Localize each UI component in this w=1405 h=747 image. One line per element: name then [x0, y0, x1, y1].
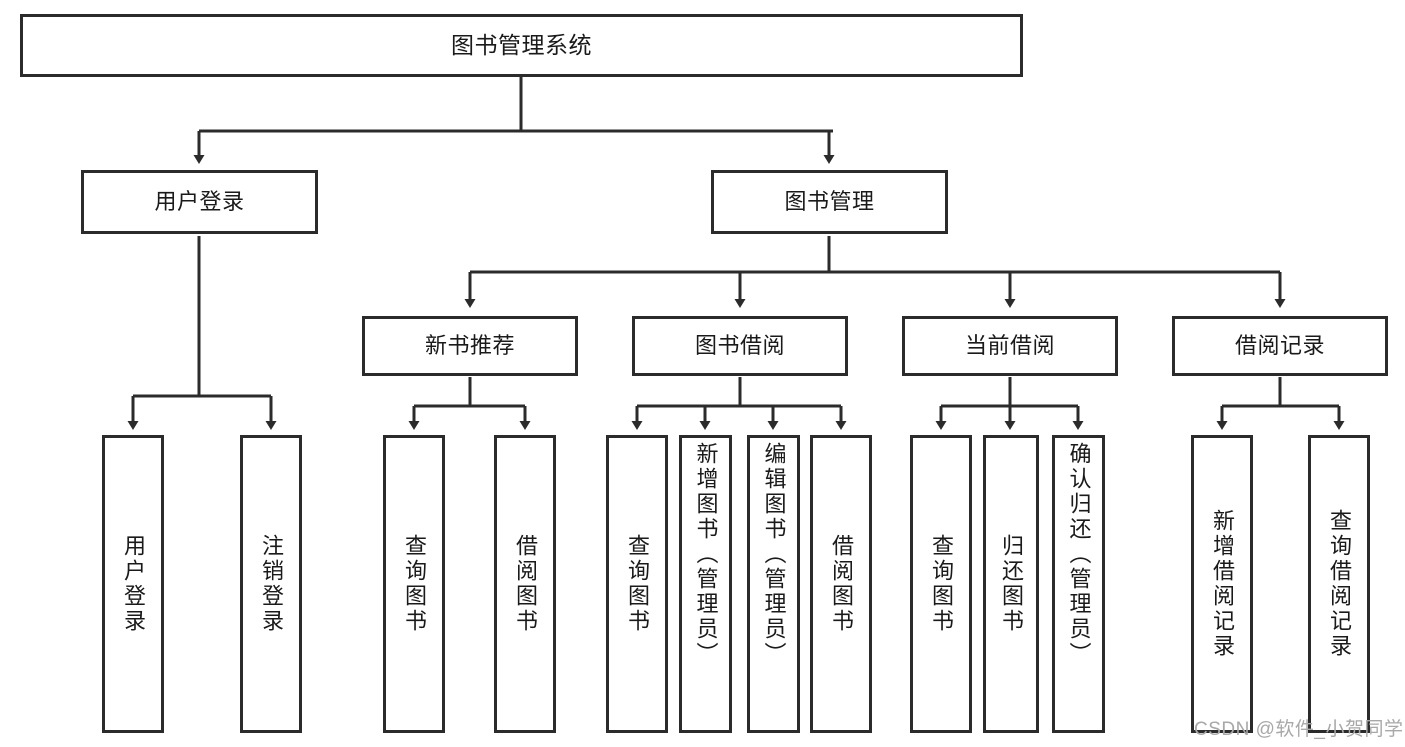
node-current-borrow[interactable]: 当前借阅	[902, 316, 1118, 376]
leaf-borrow-edit-book-admin[interactable]: 编辑图书（管理员）	[747, 435, 800, 733]
leaf-borrow-add-book-admin[interactable]: 新增图书（管理员）	[679, 435, 732, 733]
node-label: 借阅图书	[829, 534, 854, 634]
leaf-record-add-record[interactable]: 新增借阅记录	[1191, 435, 1253, 733]
node-label: 当前借阅	[964, 333, 1055, 359]
watermark-text: CSDN @软件_小贺同学	[1194, 719, 1404, 740]
node-borrow-record[interactable]: 借阅记录	[1172, 316, 1388, 376]
leaf-recommend-query-book[interactable]: 查询图书	[383, 435, 445, 733]
node-label: 新增借阅记录	[1210, 509, 1235, 659]
node-label: 图书借阅	[694, 333, 785, 359]
node-book-management[interactable]: 图书管理	[711, 170, 948, 234]
node-label: 查询图书	[402, 534, 427, 634]
node-new-book-recommend[interactable]: 新书推荐	[362, 316, 578, 376]
leaf-current-confirm-return-admin[interactable]: 确认归还（管理员）	[1052, 435, 1105, 733]
node-label: 查询借阅记录	[1327, 509, 1352, 659]
leaf-current-return-book[interactable]: 归还图书	[983, 435, 1039, 733]
node-label: 新书推荐	[424, 333, 515, 359]
leaf-user-login-signin[interactable]: 用户登录	[102, 435, 164, 733]
node-label: 新增图书（管理员）	[693, 442, 719, 667]
leaf-current-query-book[interactable]: 查询图书	[910, 435, 972, 733]
node-label: 编辑图书（管理员）	[761, 442, 787, 667]
node-label: 借阅记录	[1234, 333, 1325, 359]
node-user-login[interactable]: 用户登录	[81, 170, 318, 234]
node-label: 图书管理	[784, 189, 875, 215]
node-label: 借阅图书	[513, 534, 538, 634]
node-label: 归还图书	[999, 534, 1024, 634]
leaf-recommend-borrow-book[interactable]: 借阅图书	[494, 435, 556, 733]
node-label: 查询图书	[625, 534, 650, 634]
node-label: 图书管理系统	[451, 31, 592, 58]
leaf-borrow-query-book[interactable]: 查询图书	[606, 435, 668, 733]
node-label: 确认归还（管理员）	[1066, 442, 1092, 667]
node-label: 查询图书	[929, 534, 954, 634]
node-label: 注销登录	[259, 534, 284, 634]
node-book-borrow[interactable]: 图书借阅	[632, 316, 848, 376]
leaf-record-query-record[interactable]: 查询借阅记录	[1308, 435, 1370, 733]
node-root-system[interactable]: 图书管理系统	[20, 14, 1023, 77]
leaf-user-login-signout[interactable]: 注销登录	[240, 435, 302, 733]
node-label: 用户登录	[121, 534, 146, 634]
leaf-borrow-borrow-book[interactable]: 借阅图书	[810, 435, 872, 733]
node-label: 用户登录	[154, 189, 245, 215]
